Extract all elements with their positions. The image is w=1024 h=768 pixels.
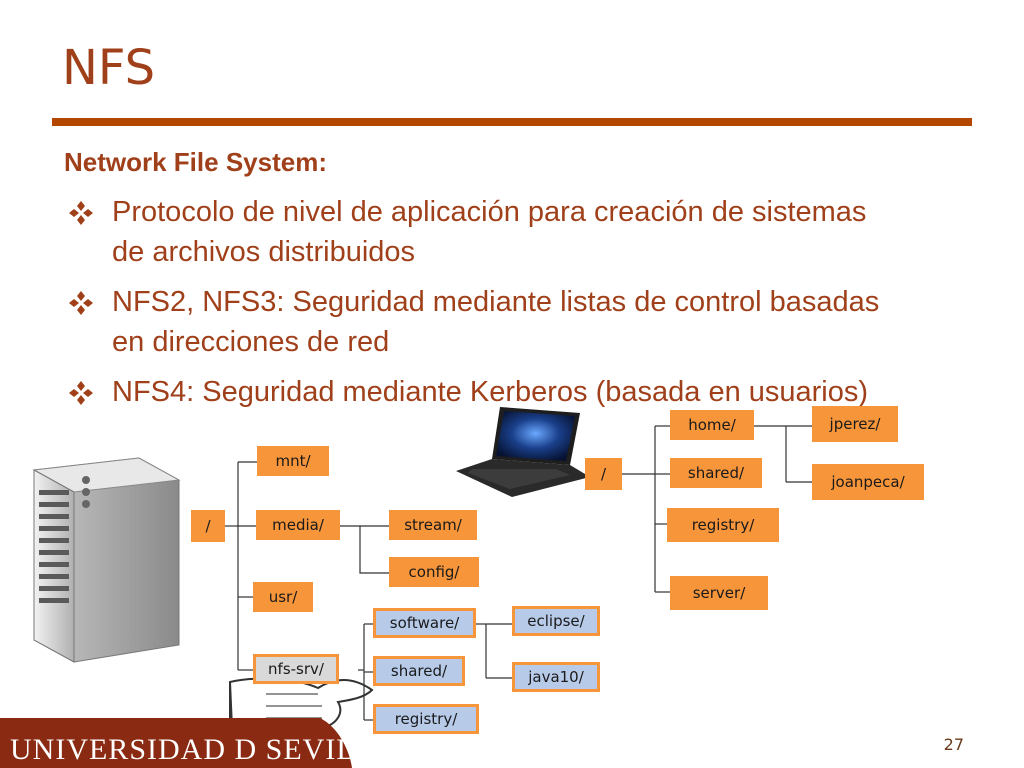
client-root-node: / bbox=[585, 458, 622, 490]
client-server-node: server/ bbox=[670, 576, 768, 610]
client-shared-node: shared/ bbox=[670, 458, 762, 488]
bullet-item: Protocolo de nivel de aplicación para cr… bbox=[64, 192, 894, 272]
title-divider bbox=[52, 118, 972, 126]
server-eclipse-node: eclipse/ bbox=[512, 606, 600, 636]
bullet-item: NFS2, NFS3: Seguridad mediante listas de… bbox=[64, 282, 894, 362]
client-registry-node: registry/ bbox=[667, 508, 779, 542]
server-stream-node: stream/ bbox=[389, 510, 477, 540]
laptop-icon bbox=[456, 407, 590, 497]
four-diamond-bullet-icon bbox=[69, 381, 93, 405]
server-tower-icon bbox=[32, 457, 181, 663]
bullet-text: Protocolo de nivel de aplicación para cr… bbox=[112, 196, 867, 268]
university-logo-text: UNIVERSIDAD D SEVILLA bbox=[10, 733, 398, 766]
page-number: 27 bbox=[943, 735, 964, 754]
slide-subtitle: Network File System: bbox=[64, 147, 327, 177]
bullet-item: NFS4: Seguridad mediante Kerberos (basad… bbox=[64, 372, 894, 412]
server-shared-node: shared/ bbox=[373, 656, 465, 686]
client-joanpeca-node: joanpeca/ bbox=[812, 464, 924, 500]
bullet-text: NFS4: Seguridad mediante Kerberos (basad… bbox=[112, 376, 869, 408]
slide-title: NFS bbox=[62, 40, 156, 96]
server-nfs-srv-node: nfs-srv/ bbox=[253, 654, 339, 684]
footer-band bbox=[0, 718, 352, 768]
server-registry-node: registry/ bbox=[373, 704, 479, 734]
server-root-node: / bbox=[191, 510, 225, 542]
server-media-node: media/ bbox=[256, 510, 340, 540]
four-diamond-bullet-icon bbox=[69, 201, 93, 225]
server-config-node: config/ bbox=[389, 557, 479, 587]
server-java10-node: java10/ bbox=[512, 662, 600, 692]
server-usr-node: usr/ bbox=[253, 582, 313, 612]
bullet-text: NFS2, NFS3: Seguridad mediante listas de… bbox=[112, 286, 880, 358]
server-mnt-node: mnt/ bbox=[257, 446, 329, 476]
bullet-list: Protocolo de nivel de aplicación para cr… bbox=[64, 192, 894, 422]
client-jperez-node: jperez/ bbox=[812, 406, 898, 442]
client-home-node: home/ bbox=[670, 410, 754, 440]
server-software-node: software/ bbox=[373, 608, 476, 638]
four-diamond-bullet-icon bbox=[69, 291, 93, 315]
